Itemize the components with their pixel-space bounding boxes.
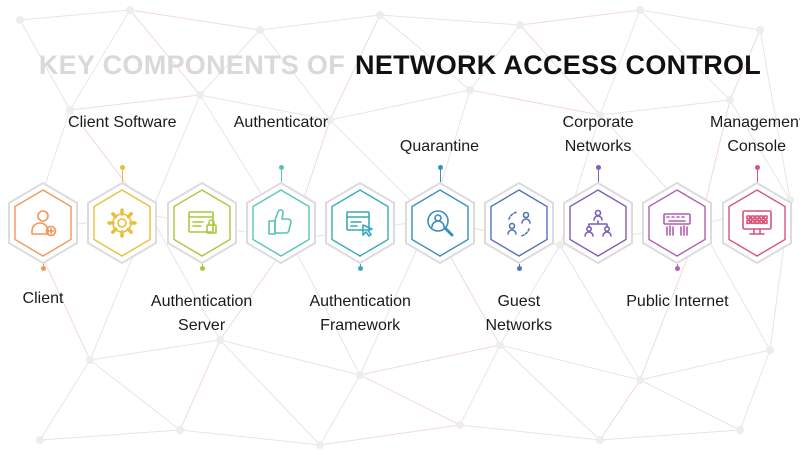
connector-line: [598, 168, 600, 182]
component-hexagon: [245, 181, 317, 265]
component-label: Authentication Framework: [309, 293, 411, 334]
users-cycle-icon: [506, 211, 531, 237]
connector-dot: [358, 266, 364, 271]
component-hexagon: [721, 181, 793, 265]
component-label: Authentication Server: [150, 293, 253, 334]
component-label: Authenticator: [233, 114, 329, 131]
window-cursor-icon: [346, 211, 373, 237]
connector-dot: [199, 266, 205, 271]
component-hexagon: [7, 181, 79, 265]
connector-dot: [120, 165, 126, 170]
page-title-main: NETWORK ACCESS CONTROL: [355, 50, 762, 80]
user-plus-icon: [31, 210, 57, 237]
component-label: Quarantine: [399, 138, 480, 155]
user-search-icon: [426, 210, 453, 237]
component-hexagon: [324, 181, 396, 265]
hexagon-shape: [483, 181, 554, 265]
hexagon-shape: [404, 181, 475, 265]
component-hexagon: [166, 181, 238, 265]
hexagon-shape: [642, 181, 713, 265]
component-label: Client: [22, 290, 64, 307]
component-label: Management Console: [709, 114, 800, 155]
component-hexagon: [641, 181, 713, 265]
hexagon-shape: [245, 181, 316, 265]
connector-dot: [516, 266, 522, 271]
connector-line: [122, 168, 124, 182]
component-label: Guest Networks: [485, 293, 553, 334]
connector-dot: [278, 165, 284, 170]
monitor-icon: [741, 210, 772, 235]
component-label: Client Software: [68, 114, 177, 131]
component-hexagon: [404, 181, 476, 265]
page-title: KEY COMPONENTS OF NETWORK ACCESS CONTROL: [0, 50, 800, 86]
hexagon-shape: [563, 181, 634, 265]
page-title-faded: KEY COMPONENTS OF: [38, 50, 346, 80]
connector-dot: [754, 165, 760, 170]
thumbs-up-icon: [268, 209, 292, 235]
gear-icon: [107, 208, 138, 238]
component-label: Public Internet: [626, 293, 729, 310]
connector-line: [280, 168, 282, 182]
connector-line: [756, 168, 758, 182]
component-hexagon: [483, 181, 555, 265]
connector-dot: [596, 165, 602, 170]
hexagon-shape: [8, 181, 78, 265]
org-chart-icon: [584, 209, 612, 237]
hexagon-shape: [166, 181, 237, 265]
hexagon-shape: [87, 181, 158, 265]
component-hexagon: [562, 181, 634, 265]
hexagon-shape: [721, 181, 792, 265]
connector-dot: [41, 266, 46, 271]
connector-dot: [437, 165, 443, 170]
component-hexagon: [86, 181, 158, 265]
keyboard-hands-icon: [663, 213, 692, 236]
hexagon-shape: [325, 181, 396, 265]
connector-line: [439, 168, 441, 182]
component-label: Corporate Networks: [562, 114, 634, 155]
connector-dot: [675, 266, 681, 271]
server-lock-icon: [187, 211, 217, 234]
